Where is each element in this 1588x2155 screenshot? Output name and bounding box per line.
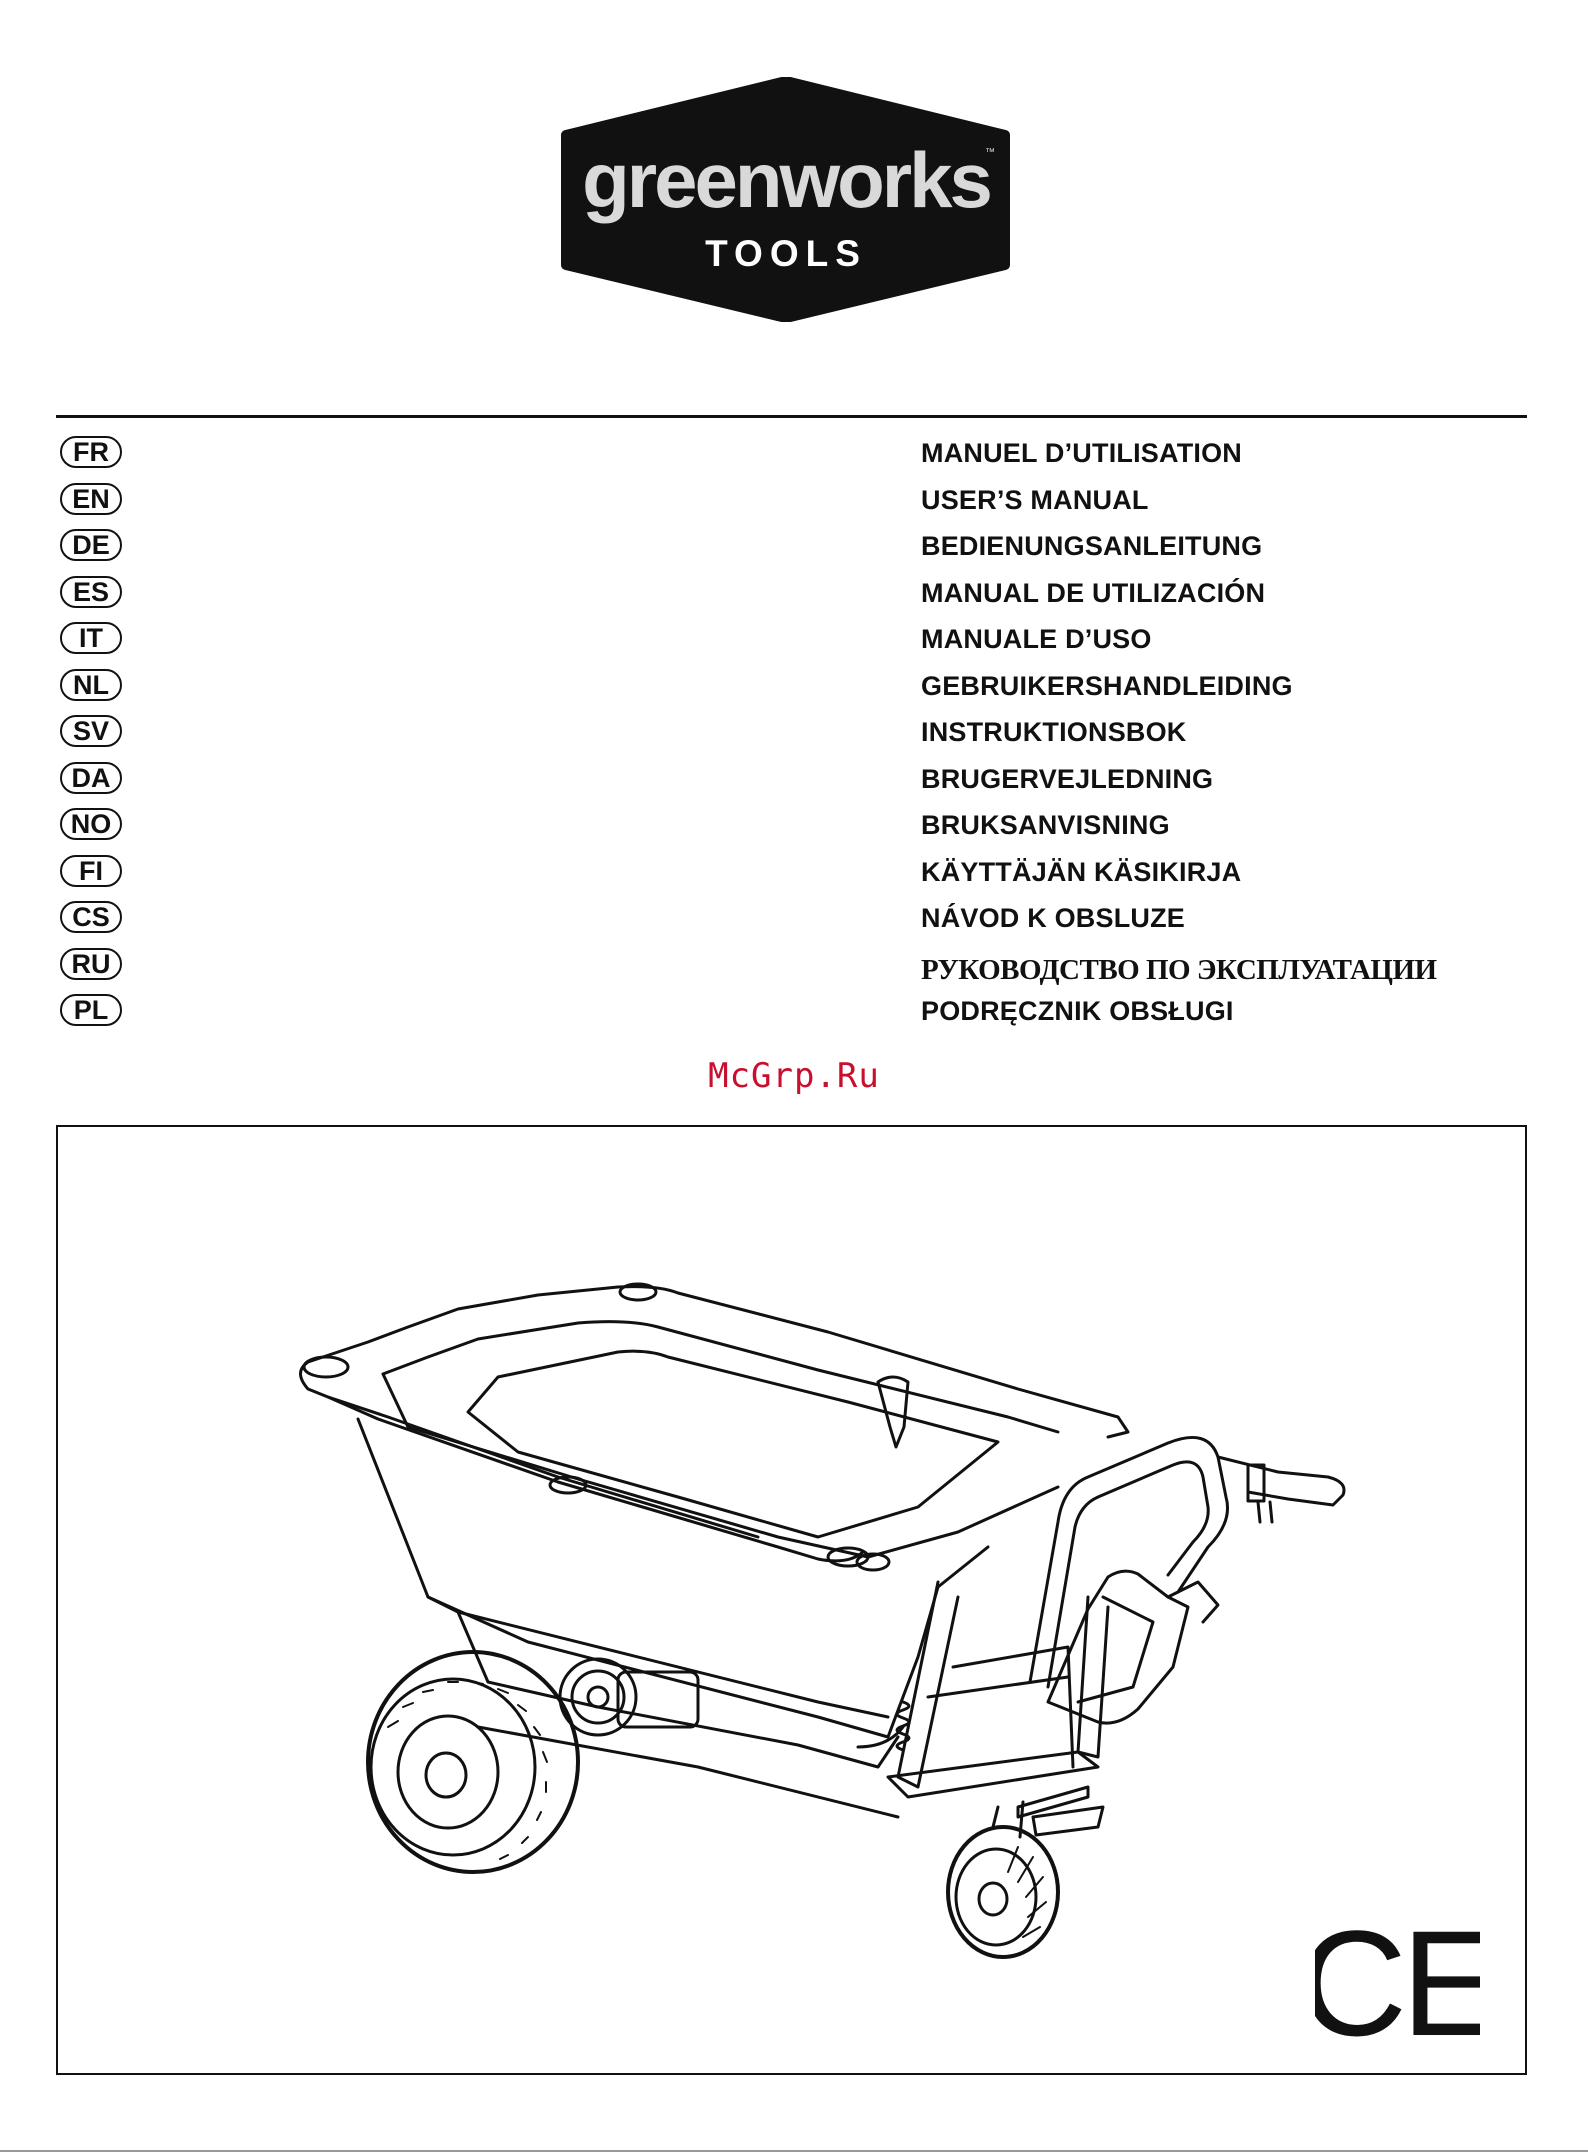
language-row-sv: SV INSTRUKTIONSBOK — [56, 711, 1527, 758]
trademark-symbol: ™ — [985, 147, 995, 158]
manual-title: MANUALE D’USO — [921, 624, 1152, 654]
language-code-badge: FR — [60, 436, 122, 468]
brand-name: greenworks — [582, 136, 990, 224]
language-code-badge: NO — [60, 808, 122, 840]
manual-title: РУКОВОДСТВО ПО ЭКСПЛУАТАЦИИ — [921, 953, 1437, 986]
language-row-de: DE BEDIENUNGSANLEITUNG — [56, 525, 1527, 572]
language-row-it: IT MANUALE D’USO — [56, 618, 1527, 665]
language-code-badge: RU — [60, 947, 122, 980]
manual-title: INSTRUKTIONSBOK — [921, 717, 1187, 747]
language-code-badge: EN — [60, 482, 122, 515]
manual-title: BEDIENUNGSANLEITUNG — [921, 531, 1263, 561]
manual-title: MANUAL DE UTILIZACIÓN — [921, 577, 1266, 608]
language-list: FR MANUEL D’UTILISATION EN USER’S MANUAL D… — [56, 432, 1527, 1037]
language-code-badge: DA — [60, 761, 122, 794]
watermark-text: McGrp.Ru — [708, 1056, 880, 1096]
language-code-badge: NL — [60, 668, 122, 701]
language-code-badge: ES — [60, 575, 122, 608]
language-row-no: NO BRUKSANVISNING — [56, 804, 1527, 851]
manual-title: BRUGERVEJLEDNING — [921, 763, 1214, 794]
language-row-pl: PL PODRĘCZNIK OBSŁUGI — [56, 990, 1527, 1037]
manual-title: PODRĘCZNIK OBSŁUGI — [921, 996, 1234, 1026]
language-row-fi: FI KÄYTTÄJÄN KÄSIKIRJA — [56, 851, 1527, 898]
svg-text:CE: CE — [1315, 1925, 1480, 2040]
ce-mark: CE — [1315, 1925, 1480, 2040]
manual-title: GEBRUIKERSHANDLEIDING — [921, 670, 1293, 701]
language-row-ru: RU РУКОВОДСТВО ПО ЭКСПЛУАТАЦИИ — [56, 944, 1527, 991]
language-row-en: EN USER’S MANUAL — [56, 479, 1527, 526]
language-row-cs: CS NÁVOD K OBSLUZE — [56, 897, 1527, 944]
language-code-badge: IT — [60, 622, 122, 654]
language-code-badge: CS — [60, 901, 122, 933]
language-row-da: DA BRUGERVEJLEDNING — [56, 758, 1527, 805]
manual-title: BRUKSANVISNING — [921, 810, 1170, 840]
manual-title: USER’S MANUAL — [921, 484, 1149, 515]
language-code-badge: PL — [60, 994, 122, 1026]
greenworks-logo: greenworks ™ TOOLS — [561, 77, 1010, 322]
language-code-badge: SV — [60, 715, 122, 747]
manual-title: NÁVOD K OBSLUZE — [921, 903, 1186, 933]
manual-title: MANUEL D’UTILISATION — [921, 438, 1242, 468]
language-row-nl: NL GEBRUIKERSHANDLEIDING — [56, 665, 1527, 712]
footer-line — [0, 2150, 1588, 2152]
wheelbarrow-illustration — [299, 1282, 1346, 1959]
product-illustration-frame — [56, 1125, 1527, 2075]
language-row-fr: FR MANUEL D’UTILISATION — [56, 432, 1527, 479]
manual-title: KÄYTTÄJÄN KÄSIKIRJA — [921, 856, 1242, 887]
header-rule — [56, 415, 1527, 418]
brand-tagline: TOOLS — [705, 233, 867, 274]
language-code-badge: FI — [60, 854, 122, 887]
language-row-es: ES MANUAL DE UTILIZACIÓN — [56, 572, 1527, 619]
language-code-badge: DE — [60, 529, 122, 561]
